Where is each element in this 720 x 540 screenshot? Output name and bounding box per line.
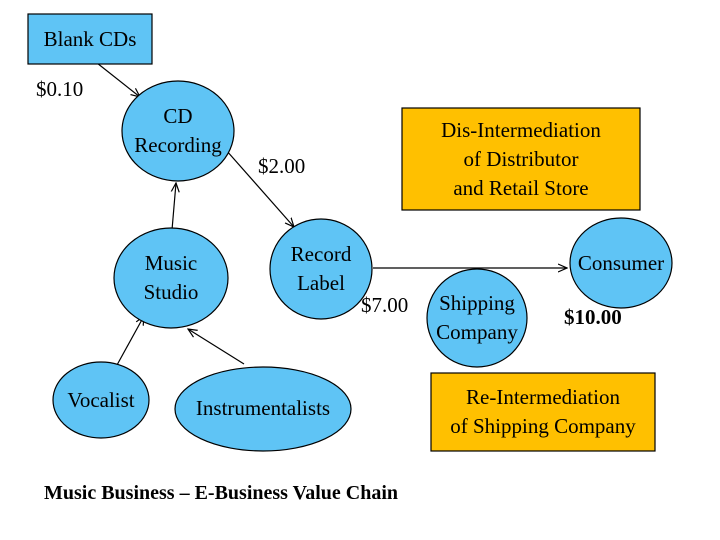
consumer-node xyxy=(569,217,673,309)
blank-cds-box xyxy=(27,13,153,65)
cd-recording-node xyxy=(121,80,235,182)
music-studio-node xyxy=(113,227,229,329)
shipping-company-node xyxy=(426,268,528,368)
arrow-blank-cds-to-cd-recording xyxy=(96,62,140,97)
arrow-cd-recording-to-record-label xyxy=(225,149,294,227)
reintermediation-box xyxy=(430,372,656,452)
arrow-music-studio-to-cd-recording xyxy=(172,183,176,231)
vocalist-node xyxy=(52,361,150,439)
arrow-vocalist-to-music-studio xyxy=(116,316,144,366)
record-label-node xyxy=(269,218,373,320)
disintermediation-box xyxy=(401,107,641,211)
instrumentalists-node xyxy=(174,366,352,452)
arrow-instrumentalists-to-music-studio xyxy=(188,329,245,365)
